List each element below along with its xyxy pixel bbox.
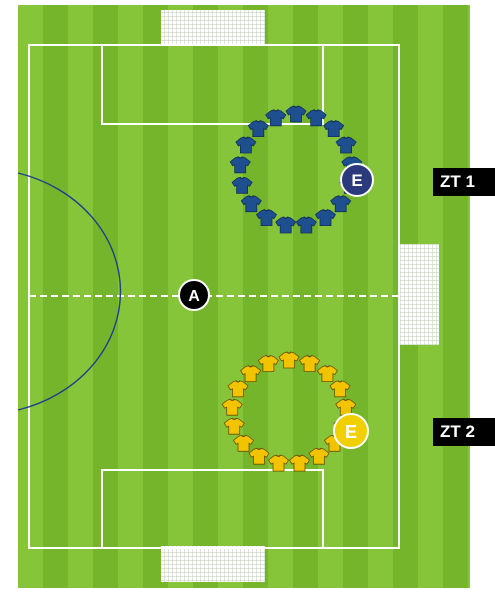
zone-label-1: ZT 1 — [433, 168, 495, 196]
grass-stripe — [443, 5, 468, 588]
marker-e-yellow: E — [334, 414, 368, 448]
marker-e-blue-label: E — [351, 171, 362, 190]
marker-a-label: A — [188, 288, 200, 305]
bottom-goal — [161, 546, 265, 582]
marker-a: A — [179, 280, 209, 310]
marker-e-yellow-label: E — [345, 422, 357, 442]
right-goal — [399, 244, 439, 345]
marker-e-blue: E — [341, 164, 373, 196]
zone-label-2: ZT 2 — [433, 418, 495, 446]
top-goal — [161, 10, 265, 44]
